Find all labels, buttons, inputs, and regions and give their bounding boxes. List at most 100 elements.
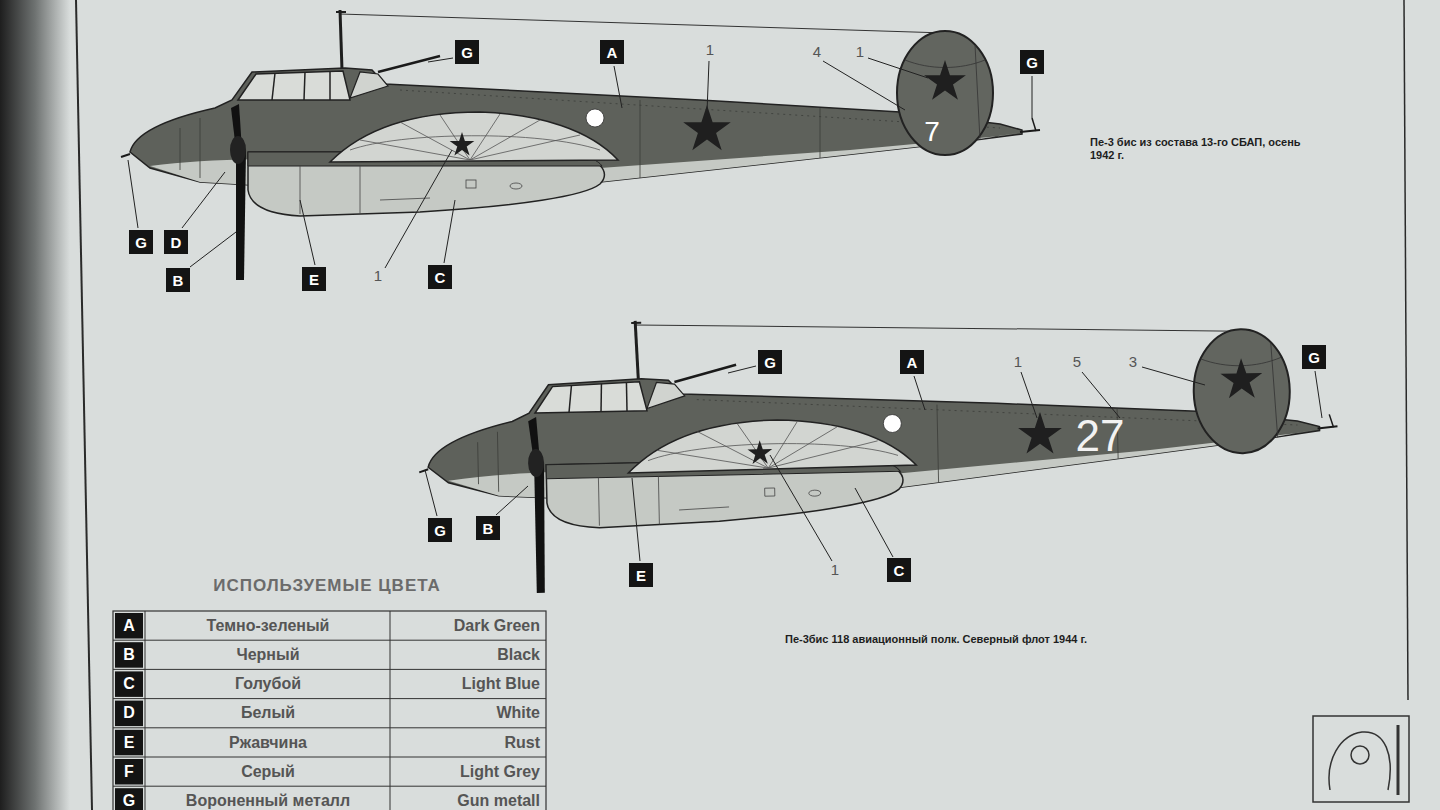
callout-letter: B	[166, 268, 190, 292]
tail-number: 7	[924, 116, 940, 148]
table-cell: Вороненный металл	[186, 792, 350, 810]
table-cell: Dark Green	[454, 617, 540, 635]
table-cell-text: Ржавчина	[229, 734, 307, 751]
table-cell-text: Белый	[241, 704, 295, 721]
callout-letter: A	[600, 40, 624, 64]
callout-letter-text: E	[636, 568, 646, 583]
table-cell-text: C	[123, 675, 135, 692]
callout-letter-text: G	[135, 235, 147, 250]
callout-letter: D	[164, 230, 188, 254]
table-cell-text: Голубой	[235, 675, 301, 692]
callout-letter: G	[1020, 50, 1044, 74]
callout-letter-text: E	[309, 272, 319, 287]
callout-letter-text: G	[434, 523, 446, 538]
callout-letter: E	[629, 563, 653, 587]
table-cell-text: D	[123, 704, 135, 721]
table-cell: Light Blue	[462, 675, 540, 693]
callout-number: 1	[856, 43, 864, 60]
caption: Пе-3бис 118 авиационный полк. Северный ф…	[785, 633, 1087, 646]
table-cell: White	[496, 704, 540, 722]
table-cell-text: A	[123, 617, 135, 634]
callout-letter: G	[455, 40, 479, 64]
callout-letter: E	[302, 267, 326, 291]
callout-letter-text: B	[173, 273, 184, 288]
callout-letter: B	[476, 516, 500, 540]
table-cell-text: Gun metall	[457, 792, 540, 809]
callout-letter-text: G	[764, 355, 776, 370]
callout-number-text: 4	[813, 43, 821, 60]
table-cell: F	[124, 763, 134, 781]
table-cell-text: Черный	[236, 646, 299, 663]
table-cell: Light Grey	[460, 763, 540, 781]
table-cell: G	[123, 792, 135, 810]
callout-letter: C	[887, 558, 911, 582]
callout-number-text: 1	[831, 561, 839, 578]
table-cell: Черный	[236, 646, 299, 664]
callout-number: 1	[374, 267, 382, 284]
table-cell: Серый	[241, 763, 295, 781]
leader-lines	[128, 58, 1322, 561]
table-heading-text: ИСПОЛЬЗУЕМЫЕ ЦВЕТА	[213, 576, 441, 595]
callout-letter-text: C	[894, 563, 905, 578]
table-heading: ИСПОЛЬЗУЕМЫЕ ЦВЕТА	[213, 576, 441, 596]
table-cell: Rust	[504, 734, 540, 752]
caption: Пе-3 бис из состава 13-го СБАП, осень 19…	[1090, 136, 1305, 161]
color-table	[113, 611, 546, 810]
callout-number-text: 1	[374, 267, 382, 284]
table-cell: Белый	[241, 704, 295, 722]
publisher-logo	[1313, 716, 1409, 802]
callout-letter: G	[758, 350, 782, 374]
caption-text: Пе-3 бис из состава 13-го СБАП, осень 19…	[1090, 136, 1301, 161]
table-cell-text: Light Grey	[460, 763, 540, 780]
callout-letter-text: G	[1308, 350, 1320, 365]
table-cell-text: E	[124, 734, 135, 751]
table-cell: Голубой	[235, 675, 301, 693]
table-cell-text: Light Blue	[462, 675, 540, 692]
callout-letter-text: D	[171, 235, 182, 250]
callout-number-text: 1	[856, 43, 864, 60]
fuselage-number-text: 27	[1076, 411, 1125, 460]
callout-letter-text: B	[483, 521, 494, 536]
fuselage-number: 27	[1076, 411, 1125, 462]
table-cell-text: B	[123, 646, 135, 663]
callout-letter-text: G	[461, 45, 473, 60]
table-cell: Ржавчина	[229, 734, 307, 752]
callout-letter-text: A	[607, 45, 618, 60]
callout-number-text: 1	[706, 41, 714, 58]
callout-number: 1	[831, 561, 839, 578]
callout-letter-text: C	[435, 270, 446, 285]
callout-letter: C	[428, 265, 452, 289]
table-cell: Black	[497, 646, 540, 664]
callout-number: 1	[1014, 353, 1022, 370]
callout-number-text: 5	[1073, 353, 1081, 370]
table-cell-text: Серый	[241, 763, 295, 780]
caption-text: Пе-3бис 118 авиационный полк. Северный ф…	[785, 633, 1087, 645]
callout-number: 3	[1129, 353, 1137, 370]
table-cell-text: White	[496, 704, 540, 721]
callout-number-text: 3	[1129, 353, 1137, 370]
table-cell-text: Темно-зеленый	[207, 617, 330, 634]
callout-letter-text: G	[1026, 55, 1038, 70]
table-cell: D	[123, 704, 135, 722]
table-cell-text: Black	[497, 646, 540, 663]
table-cell: Gun metall	[457, 792, 540, 810]
callout-number: 4	[813, 43, 821, 60]
table-cell-text: Rust	[504, 734, 540, 751]
table-cell: B	[123, 646, 135, 664]
callout-number-text: 1	[1014, 353, 1022, 370]
callout-letter: G	[129, 230, 153, 254]
callout-letter: A	[900, 350, 924, 374]
table-cell-text: F	[124, 763, 134, 780]
table-cell-text: Dark Green	[454, 617, 540, 634]
table-cell-text: Вороненный металл	[186, 792, 350, 809]
table-cell: A	[123, 617, 135, 635]
callout-letter-text: A	[907, 355, 918, 370]
callout-letter: G	[428, 518, 452, 542]
table-cell: E	[124, 734, 135, 752]
tail-number-text: 7	[924, 116, 940, 147]
callout-number: 1	[706, 41, 714, 58]
callout-number: 5	[1073, 353, 1081, 370]
table-cell: C	[123, 675, 135, 693]
table-cell-text: G	[123, 792, 135, 809]
